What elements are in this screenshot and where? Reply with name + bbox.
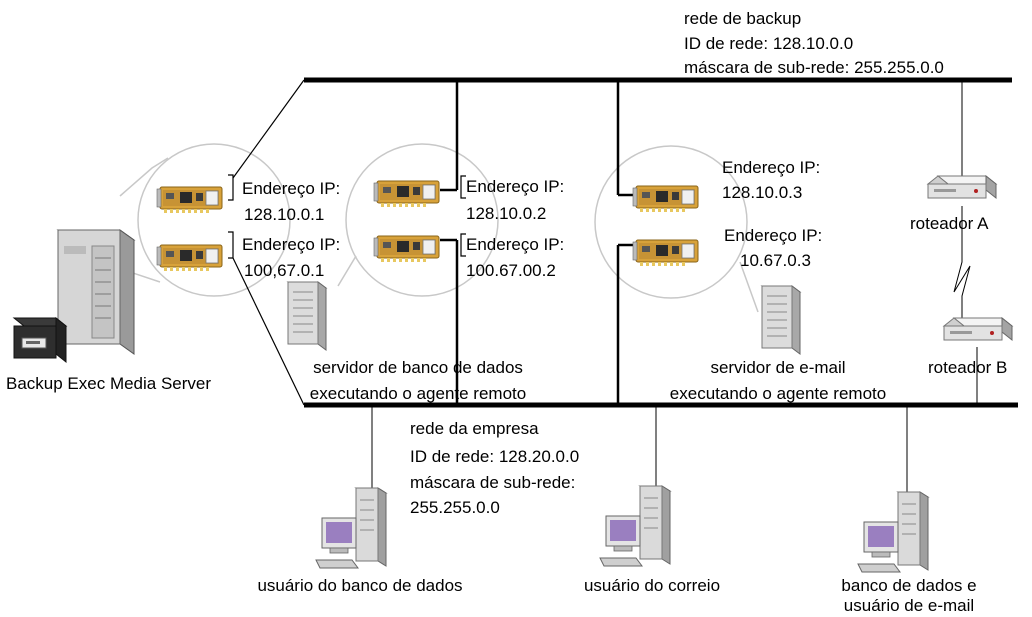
backup-network-id: ID de rede: 128.10.0.0	[684, 34, 854, 53]
bracket-marker	[228, 174, 234, 201]
media-server-label: Backup Exec Media Server	[6, 374, 212, 393]
db-nic1-label: Endereço IP:	[466, 177, 565, 196]
link-router-a-router-b	[953, 206, 971, 318]
server-tower-icon	[761, 285, 801, 355]
network-card-icon	[373, 235, 440, 263]
bracket-marker	[460, 233, 466, 257]
company-network-title: rede da empresa	[410, 419, 539, 438]
mail-server-label-line2: executando o agente remoto	[669, 384, 887, 403]
mail-nic2-ip: 10.67.0.3	[740, 251, 811, 270]
backup-network-title: rede de backup	[684, 9, 802, 28]
network-card-icon	[156, 186, 223, 214]
router-icon	[927, 175, 997, 199]
company-network-id: ID de rede: 128.20.0.0	[410, 447, 580, 466]
db-user-label: usuário do banco de dados	[257, 576, 463, 595]
media-server-icon	[56, 229, 136, 355]
backup-network-mask: máscara de sub-rede: 255.255.0.0	[684, 58, 944, 77]
media-nic2-label: Endereço IP:	[242, 235, 341, 254]
media-nic1-label: Endereço IP:	[242, 179, 341, 198]
network-card-icon	[632, 239, 699, 267]
mail-nic2-label: Endereço IP:	[724, 226, 823, 245]
router-a-label: roteador A	[910, 214, 989, 233]
tape-drive-icon	[12, 316, 68, 364]
zoom-circle-media-server	[137, 143, 291, 297]
router-icon	[943, 317, 1013, 341]
db-server-label-line2: executando o agente remoto	[309, 384, 527, 403]
media-nic2-ip: 100,67.0.1	[244, 261, 325, 280]
zoom-pointer-line	[119, 157, 169, 197]
network-card-icon	[632, 185, 699, 213]
db-server-label-line1: servidor de banco de dados	[313, 358, 523, 377]
mail-server-label-line1: servidor de e-mail	[710, 358, 846, 377]
db-nic2-ip: 100.67.00.2	[466, 261, 556, 280]
network-card-icon	[373, 180, 440, 208]
zoom-pointer-line	[739, 261, 759, 313]
zoom-circle-db-server	[345, 143, 499, 297]
db-mail-user-label-line2: usuário de e-mail	[843, 596, 975, 615]
zoom-circle-mail-server	[594, 145, 748, 299]
mail-user-label: usuário do correio	[583, 576, 721, 595]
workstation-icon	[857, 491, 929, 573]
workstation-icon	[315, 487, 387, 569]
bracket-marker	[460, 175, 466, 199]
db-nic1-ip: 128.10.0.2	[466, 204, 547, 223]
media-nic1-ip: 128.10.0.1	[244, 205, 325, 224]
bracket-marker	[228, 231, 234, 259]
workstation-icon	[599, 485, 671, 567]
mail-nic1-ip: 128.10.0.3	[722, 183, 803, 202]
mail-nic1-label: Endereço IP:	[722, 158, 821, 177]
link-media-backup	[232, 79, 305, 179]
network-card-icon	[156, 244, 223, 272]
db-mail-user-label-line1: banco de dados e	[841, 576, 977, 595]
server-tower-icon	[287, 281, 327, 351]
router-b-label: roteador B	[928, 358, 1008, 377]
company-network-mask-label: máscara de sub-rede:	[410, 473, 576, 492]
db-nic2-label: Endereço IP:	[466, 235, 565, 254]
company-network-mask-value: 255.255.0.0	[410, 498, 500, 517]
zoom-pointer-line	[337, 255, 357, 287]
link-media-company	[232, 257, 305, 406]
